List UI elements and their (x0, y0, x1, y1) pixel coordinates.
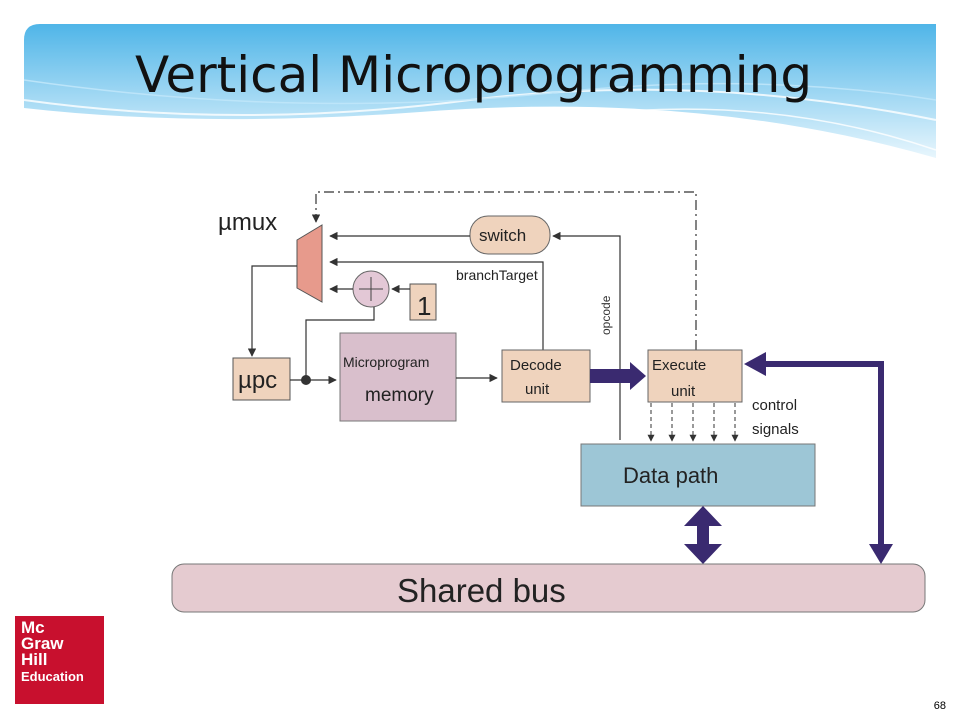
control-label-line1: control (752, 397, 797, 414)
branch-target-label: branchTarget (456, 267, 538, 283)
shared-bus-label: Shared bus (397, 572, 566, 609)
bus-execute-arrowhead-down (869, 544, 893, 564)
execute-label-line2: unit (671, 383, 696, 400)
decode-label-line1: Decode (510, 357, 562, 374)
upc-to-adder-line (305, 307, 375, 380)
upc-label: µpc (238, 367, 277, 394)
title-banner (23, 24, 937, 158)
constant-label: 1 (417, 291, 431, 321)
datapath-box (580, 443, 816, 507)
opcode-line (552, 231, 621, 440)
execute-feedback-line (311, 191, 697, 350)
mux-shape (296, 224, 323, 303)
datapath-label: Data path (623, 463, 718, 488)
branch-target-line (329, 257, 544, 350)
control-signal-arrows (647, 403, 739, 442)
execute-label-line1: Execute (652, 357, 706, 374)
control-label-line2: signals (752, 421, 799, 438)
mux-to-upc-line (247, 265, 297, 357)
page-number: 68 (933, 700, 946, 712)
decode-unit-box (501, 349, 591, 403)
bus-execute-line (764, 361, 884, 548)
upc-box (232, 357, 291, 401)
shared-bus (171, 563, 926, 613)
constant-box (409, 283, 437, 321)
decode-label-line2: unit (525, 381, 550, 398)
microprogram-memory-box (339, 332, 457, 422)
bus-execute-arrowhead-left (744, 352, 766, 376)
opcode-label: opcode (599, 295, 613, 335)
microprogram-label-line1: Microprogram (343, 354, 429, 370)
publisher-logo: Mc Graw Hill Education (15, 616, 104, 704)
logo-line3: Hill (21, 650, 48, 669)
microprogram-label-line2: memory (365, 385, 434, 406)
datapath-bus-arrow (684, 506, 722, 564)
switch-box (469, 215, 551, 255)
logo-line2: Graw (21, 634, 64, 653)
slide-title: Vertical Microprogramming (135, 46, 812, 104)
junction-dot (301, 375, 311, 385)
decode-to-execute-arrow (590, 362, 646, 390)
logo-line4: Education (21, 669, 84, 684)
mux-label: µmux (218, 209, 277, 236)
switch-label: switch (479, 226, 526, 245)
execute-unit-box (647, 349, 743, 403)
logo-line1: Mc (21, 618, 45, 637)
